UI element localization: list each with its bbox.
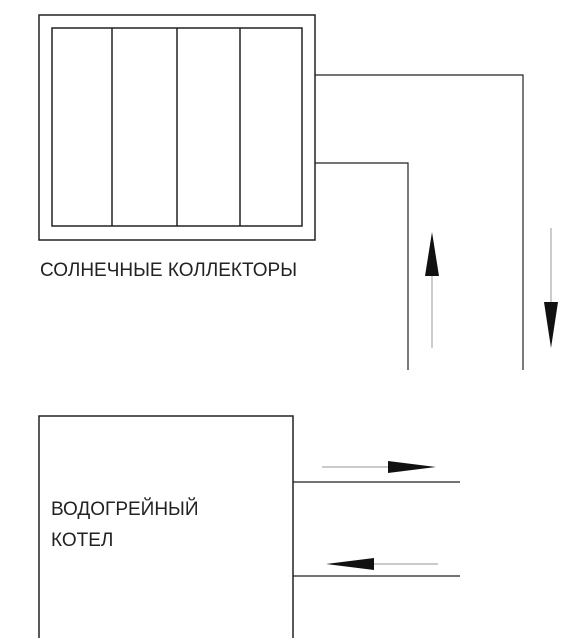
boiler-label-line2: КОТЕЛ [51, 530, 114, 551]
arrow-right-icon [322, 461, 436, 473]
solar-collector-panel [38, 14, 316, 241]
arrow-left-icon [326, 558, 438, 570]
boiler-pipes [293, 481, 460, 577]
arrow-up-icon [425, 232, 439, 348]
collector-outer-frame [38, 14, 316, 241]
arrow-down-icon [544, 228, 558, 348]
boiler-box [38, 415, 294, 638]
solar-collectors-label: СОЛНЕЧНЫЕ КОЛЛЕКТОРЫ [40, 260, 298, 281]
outer-pipe [315, 74, 524, 370]
inner-pipe [315, 162, 409, 370]
boiler-label-line1: ВОДОГРЕЙНЫЙ [51, 499, 199, 520]
collector-pipes [315, 74, 524, 370]
